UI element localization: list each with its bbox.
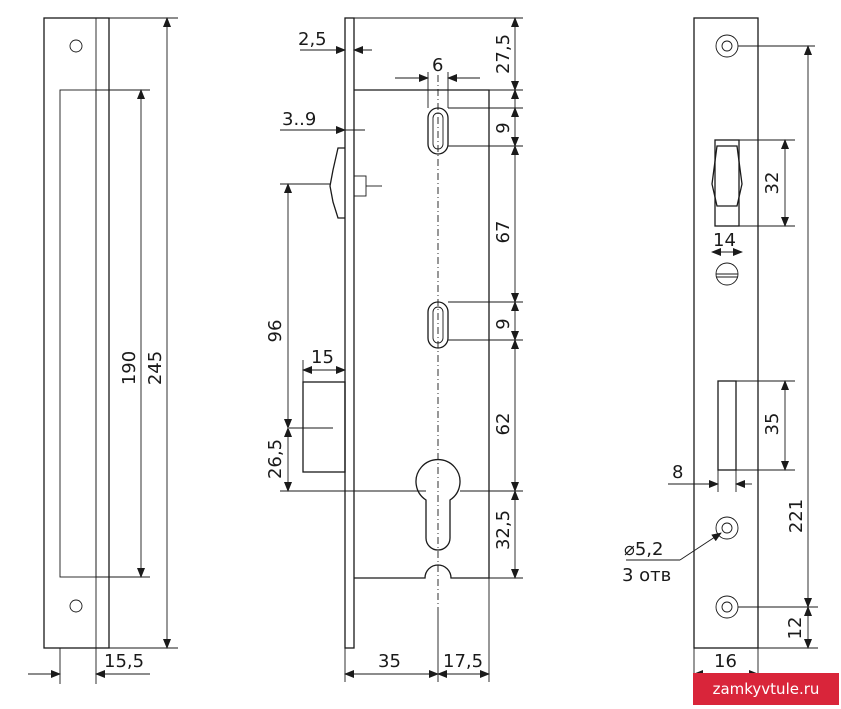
mount-hole-icon — [721, 40, 733, 52]
dim-slot-length-2: 9 — [493, 318, 514, 329]
dim-slot-spacing-inner: 190 — [119, 351, 140, 385]
dim-cylinder-center: 17,5 — [443, 651, 483, 672]
dim-slot-width: 6 — [432, 55, 443, 76]
dim-faceplate-width: 15,5 — [104, 651, 144, 672]
dim-slot-length-1: 9 — [493, 122, 514, 133]
dim-hole-diameter: ⌀5,2 — [624, 539, 663, 560]
dim-top-offset: 27,5 — [493, 34, 514, 74]
mount-hole-icon — [721, 522, 733, 534]
dim-cylinder-to-slot: 62 — [493, 413, 514, 436]
lock-body-view — [280, 17, 523, 682]
strike-plate-view — [626, 17, 818, 682]
dim-slot-spacing: 67 — [493, 221, 514, 244]
dim-strike-latch-height: 32 — [762, 172, 783, 195]
dim-hole-count: 3 отв — [622, 565, 671, 586]
dim-strike-bolt-offset: 8 — [672, 462, 683, 483]
dim-strike-bolt-height: 35 — [762, 413, 783, 436]
dim-bolt-width: 15 — [311, 347, 334, 368]
dim-strike-hole-spacing: 221 — [786, 499, 807, 533]
dim-strike-latch-width: 14 — [713, 230, 736, 251]
mount-hole-icon — [721, 601, 733, 613]
dim-backset: 35 — [378, 651, 401, 672]
faceplate-side-view — [28, 17, 178, 684]
dim-bolt-to-cylinder: 26,5 — [265, 439, 286, 479]
dim-cylinder-offset: 32,5 — [493, 510, 514, 550]
dim-strike-width: 16 — [714, 651, 737, 672]
watermark-badge: zamkyvtule.ru — [693, 673, 839, 705]
dim-latch-projection: 3..9 — [282, 109, 316, 130]
mount-hole-icon — [69, 39, 83, 53]
dim-latch-to-bolt: 96 — [265, 320, 286, 343]
dim-bottom-offset: 12 — [785, 617, 806, 640]
dim-faceplate-length: 245 — [145, 351, 166, 385]
mount-hole-icon — [69, 599, 83, 613]
dim-offset-2-5: 2,5 — [298, 29, 327, 50]
